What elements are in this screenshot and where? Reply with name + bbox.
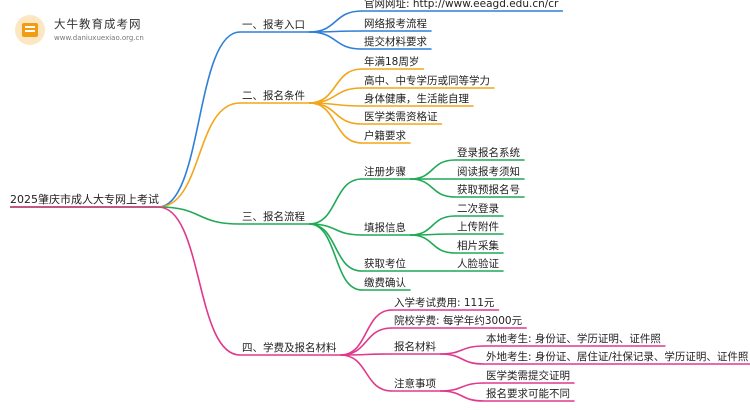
branch-3-child-1-item-3-label: 获取预报名号 [457,183,520,196]
branch-2-child-2-label: 高中、中专学历或同等学力 [364,74,490,87]
branch-3-grandchild-connector [409,234,456,254]
branch-4-child-1-label: 入学考试费用: 111元 [394,296,495,309]
branch-3-child-4-label: 缴费确认 [364,276,406,289]
branch-3-label: 三、报名流程 [242,210,305,223]
branch-4-child-3-item-1-label: 本地考生: 身份证、学历证明、证件照 [486,332,661,345]
branch-4-grandchild-connector [439,345,485,355]
graduation-cap-icon [15,15,45,45]
branch-4-grandchild-connector [439,390,485,402]
branch-3-child-connector [308,223,363,272]
branch-3-child-1-item-1-label: 登录报名系统 [457,146,520,159]
branch-2-child-connector [308,87,363,104]
branch-connector-2 [158,102,241,208]
watermark-logo: 大牛教育成考网 www.daniuxuexiao.org.cn [14,14,174,46]
branch-1-child-connector [308,10,363,33]
branch-3-child-2-label: 填报信息 [364,221,406,234]
branch-3-child-2-item-2-label: 上传附件 [457,220,499,233]
branch-1-label: 一、报考入口 [242,18,305,31]
branch-3-child-3-label: 获取考位 [364,257,406,270]
branch-4-child-4-item-1-label: 医学类需提交证明 [486,369,570,382]
branch-3-grandchild-connector [409,178,456,198]
branch-3-grandchild-connector [409,159,456,180]
branch-2-child-1-label: 年满18周岁 [364,55,419,68]
branch-1-child-3-label: 提交材料要求 [364,35,427,48]
branch-3-grandchild-connector [409,215,456,236]
branch-connector-3 [158,206,241,225]
branch-4-label: 四、学费及报名材料 [242,341,337,354]
branch-3-child-3-item-1-label: 人脸验证 [457,257,499,270]
branch-2-child-3-label: 身体健康，生活能自理 [364,92,469,105]
branch-2-child-connector [308,102,363,144]
branch-1-child-1-label: 官网网址: http://www.eeagd.edu.cn/cr [364,0,559,10]
branch-4-child-3-label: 报名材料 [394,340,436,353]
branch-3-child-2-item-3-label: 相片采集 [457,239,499,252]
branch-4-child-3-item-2-label: 外地考生: 身份证、居住证/社保记录、学历证明、证件照 [486,350,749,363]
branch-4-grandchild-connector [439,382,485,392]
branch-connector-4 [158,206,241,356]
branch-1-child-2-label: 网络报考流程 [364,17,427,30]
branch-1-child-connector [308,31,363,50]
branch-4-child-4-item-2-label: 报名要求可能不同 [486,387,570,400]
branch-3-child-1-item-2-label: 阅读报考须知 [457,165,520,178]
watermark-url: www.daniuxuexiao.org.cn [54,34,144,42]
branch-3-child-connector [308,223,363,291]
branch-3-child-2-item-1-label: 二次登录 [457,202,499,215]
branch-2-label: 二、报名条件 [242,89,305,102]
branch-4-grandchild-connector [439,353,485,365]
root-topic: 2025肇庆市成人大专网上考试 [10,192,159,206]
branch-3-child-connector [308,178,363,225]
branch-4-child-connector [340,354,393,392]
branch-connector-1 [158,31,241,208]
branch-4-child-2-label: 院校学费: 每学年约3000元 [394,314,523,327]
branch-2-child-4-label: 医学类需资格证 [364,110,438,123]
watermark-name: 大牛教育成考网 [54,17,142,31]
branch-3-child-1-label: 注册步骤 [364,165,406,178]
branch-4-child-4-label: 注意事项 [394,377,436,390]
branch-4-child-connector [340,309,393,356]
branch-2-child-connector [308,68,363,104]
branch-2-child-5-label: 户籍要求 [364,129,406,142]
